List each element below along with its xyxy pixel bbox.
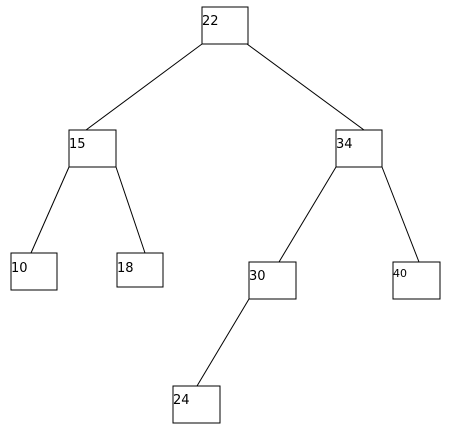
tree-node-30: 30 xyxy=(248,261,297,300)
node-box xyxy=(335,129,383,168)
edge-22-34 xyxy=(246,43,365,131)
node-box xyxy=(248,261,297,300)
tree-edges xyxy=(30,43,420,387)
tree-node-15: 15 xyxy=(68,129,117,168)
node-label: 18 xyxy=(117,261,134,276)
node-box xyxy=(172,385,221,424)
edge-34-40 xyxy=(381,166,420,263)
node-box xyxy=(10,252,58,291)
node-label: 30 xyxy=(249,269,266,284)
tree-node-40: 40 xyxy=(392,261,441,300)
edge-22-15 xyxy=(85,43,203,131)
tree-node-34: 34 xyxy=(335,129,383,168)
node-box xyxy=(68,129,117,168)
node-box xyxy=(116,252,164,288)
tree-node-22: 22 xyxy=(201,6,249,45)
node-label: 40 xyxy=(393,267,407,280)
tree-node-18: 18 xyxy=(116,252,164,288)
node-label: 34 xyxy=(336,137,353,152)
tree-node-24: 24 xyxy=(172,385,221,424)
node-label: 24 xyxy=(173,393,190,408)
node-box xyxy=(392,261,441,300)
edge-34-30 xyxy=(278,166,337,263)
node-label: 15 xyxy=(69,137,86,152)
node-box xyxy=(201,6,249,45)
node-label: 10 xyxy=(11,261,28,276)
edge-30-24 xyxy=(196,298,250,387)
node-label: 22 xyxy=(202,14,219,29)
edge-15-18 xyxy=(115,166,146,254)
edge-15-10 xyxy=(30,166,70,254)
tree-node-10: 10 xyxy=(10,252,58,291)
